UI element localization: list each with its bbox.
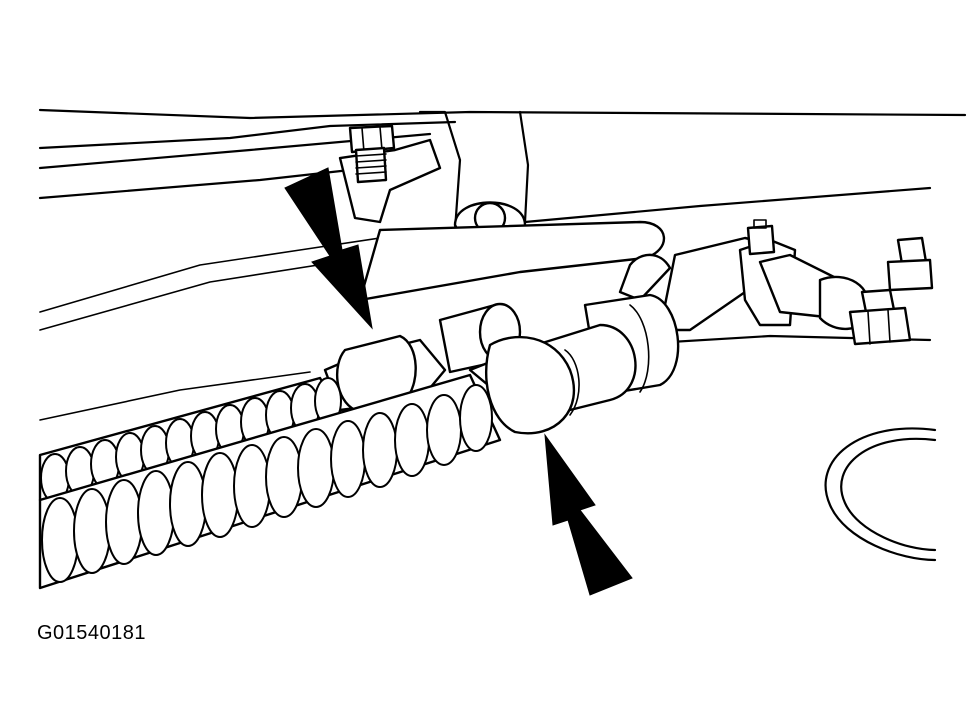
lower-arrow <box>544 433 633 596</box>
seal-ring <box>824 427 937 562</box>
rigid-lines <box>358 220 764 332</box>
quick-connect-couplings <box>323 293 680 435</box>
bolt-head <box>348 124 396 154</box>
figure-code: G01540181 <box>37 622 147 644</box>
stud-nut-1 <box>746 224 776 256</box>
upper-arrow <box>284 167 373 330</box>
corrugated-hose-lower <box>38 373 502 590</box>
vehicle-body-outline <box>38 108 967 421</box>
bolt-shank <box>354 146 388 184</box>
mounting-bracket <box>338 124 527 240</box>
right-fittings <box>738 219 934 346</box>
hose-ribs-lower <box>41 384 493 583</box>
